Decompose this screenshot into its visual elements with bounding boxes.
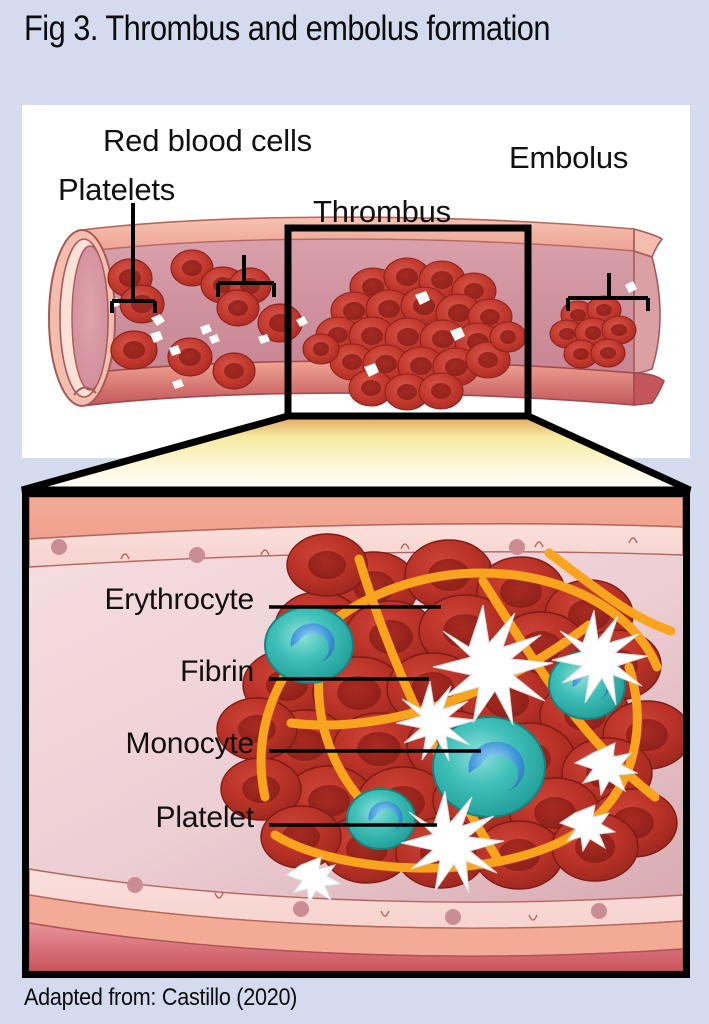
fibrin-strand	[256, 568, 662, 802]
erythrocyte	[590, 338, 626, 368]
figure-caption: Adapted from: Castillo (2020)	[24, 984, 298, 1011]
vessel-right-end-body	[633, 249, 661, 374]
endothelial-nucleus	[591, 903, 607, 919]
endothelial-nucleus	[51, 539, 67, 555]
leader-platelets-bracket	[110, 299, 157, 313]
page-title: Fig 3. Thrombus and embolus formation	[24, 9, 551, 48]
endothelial-nucleus	[509, 539, 525, 555]
vessel-right-end-top	[633, 227, 664, 258]
platelet	[625, 281, 637, 293]
endothelial-nucleus	[189, 547, 205, 563]
endothelial-junctions-bottom	[214, 892, 538, 921]
platelet	[395, 680, 477, 762]
platelet	[558, 804, 617, 853]
platelet	[364, 363, 379, 377]
erythrocyte	[601, 315, 637, 345]
platelet	[172, 379, 184, 389]
platelet	[150, 331, 163, 343]
erythrocyte	[212, 352, 256, 390]
platelet	[209, 334, 220, 344]
erythrocyte	[563, 339, 599, 369]
monocyte	[346, 788, 416, 850]
vessel-cut-notch	[73, 386, 97, 396]
vessel-right-end-bottom	[633, 372, 665, 406]
leader-lines	[110, 203, 650, 313]
detail-panel	[22, 490, 690, 978]
overview-panel	[22, 105, 690, 458]
label-platelets: Platelets	[58, 172, 176, 207]
clot-mass	[216, 533, 683, 905]
platelet	[151, 314, 165, 326]
leader-embolus-bracket	[566, 296, 650, 311]
erythrocyte	[489, 321, 527, 353]
endothelial-nucleus	[293, 901, 309, 917]
platelet	[450, 327, 465, 341]
erythrocyte	[170, 249, 214, 287]
label-embolus: Embolus	[509, 140, 629, 175]
endothelial-nucleus	[127, 877, 143, 893]
platelet	[284, 856, 343, 905]
label-fibrin: Fibrin	[180, 655, 254, 688]
fibrin-strand	[544, 548, 676, 636]
endothelial-nuclei-bottom	[127, 877, 607, 925]
erythrocyte	[167, 337, 213, 377]
platelet	[400, 790, 505, 894]
erythrocyte	[302, 333, 340, 365]
detail-wall-bottom-outer	[29, 922, 683, 971]
label-monocyte: Monocyte	[125, 727, 255, 760]
platelet	[551, 609, 649, 706]
detail-leader-lines	[269, 605, 481, 827]
platelet	[296, 316, 308, 327]
erythrocyte	[384, 373, 430, 411]
clot-detail-illustration	[29, 497, 683, 971]
erythrocyte	[110, 330, 158, 370]
erythrocyte	[465, 341, 511, 379]
platelet	[258, 334, 270, 344]
label-erythrocyte: Erythrocyte	[104, 583, 254, 616]
fibrin-strand	[270, 662, 642, 873]
leader-rbc-bracket	[216, 281, 276, 297]
endothelial-junctions-top	[120, 537, 638, 560]
erythrocyte	[418, 372, 464, 410]
platelet-group-detail	[284, 604, 649, 905]
vessel-cut-end-inner	[71, 245, 109, 391]
endothelial-nucleus	[445, 909, 461, 925]
platelet	[169, 345, 181, 356]
erythrocyte	[216, 289, 260, 327]
platelet	[432, 604, 554, 726]
vessel-overview-illustration	[48, 203, 665, 422]
erythrocyte	[286, 533, 368, 597]
platelet-group-left	[109, 298, 308, 389]
platelet	[200, 324, 212, 335]
platelet	[573, 742, 639, 797]
platelet	[415, 291, 430, 305]
monocyte	[264, 606, 354, 684]
thrombus-mass	[302, 257, 527, 411]
label-thrombus: Thrombus	[313, 194, 451, 229]
label-red-blood-cells: Red blood cells	[103, 123, 312, 158]
label-platelet: Platelet	[155, 801, 255, 834]
